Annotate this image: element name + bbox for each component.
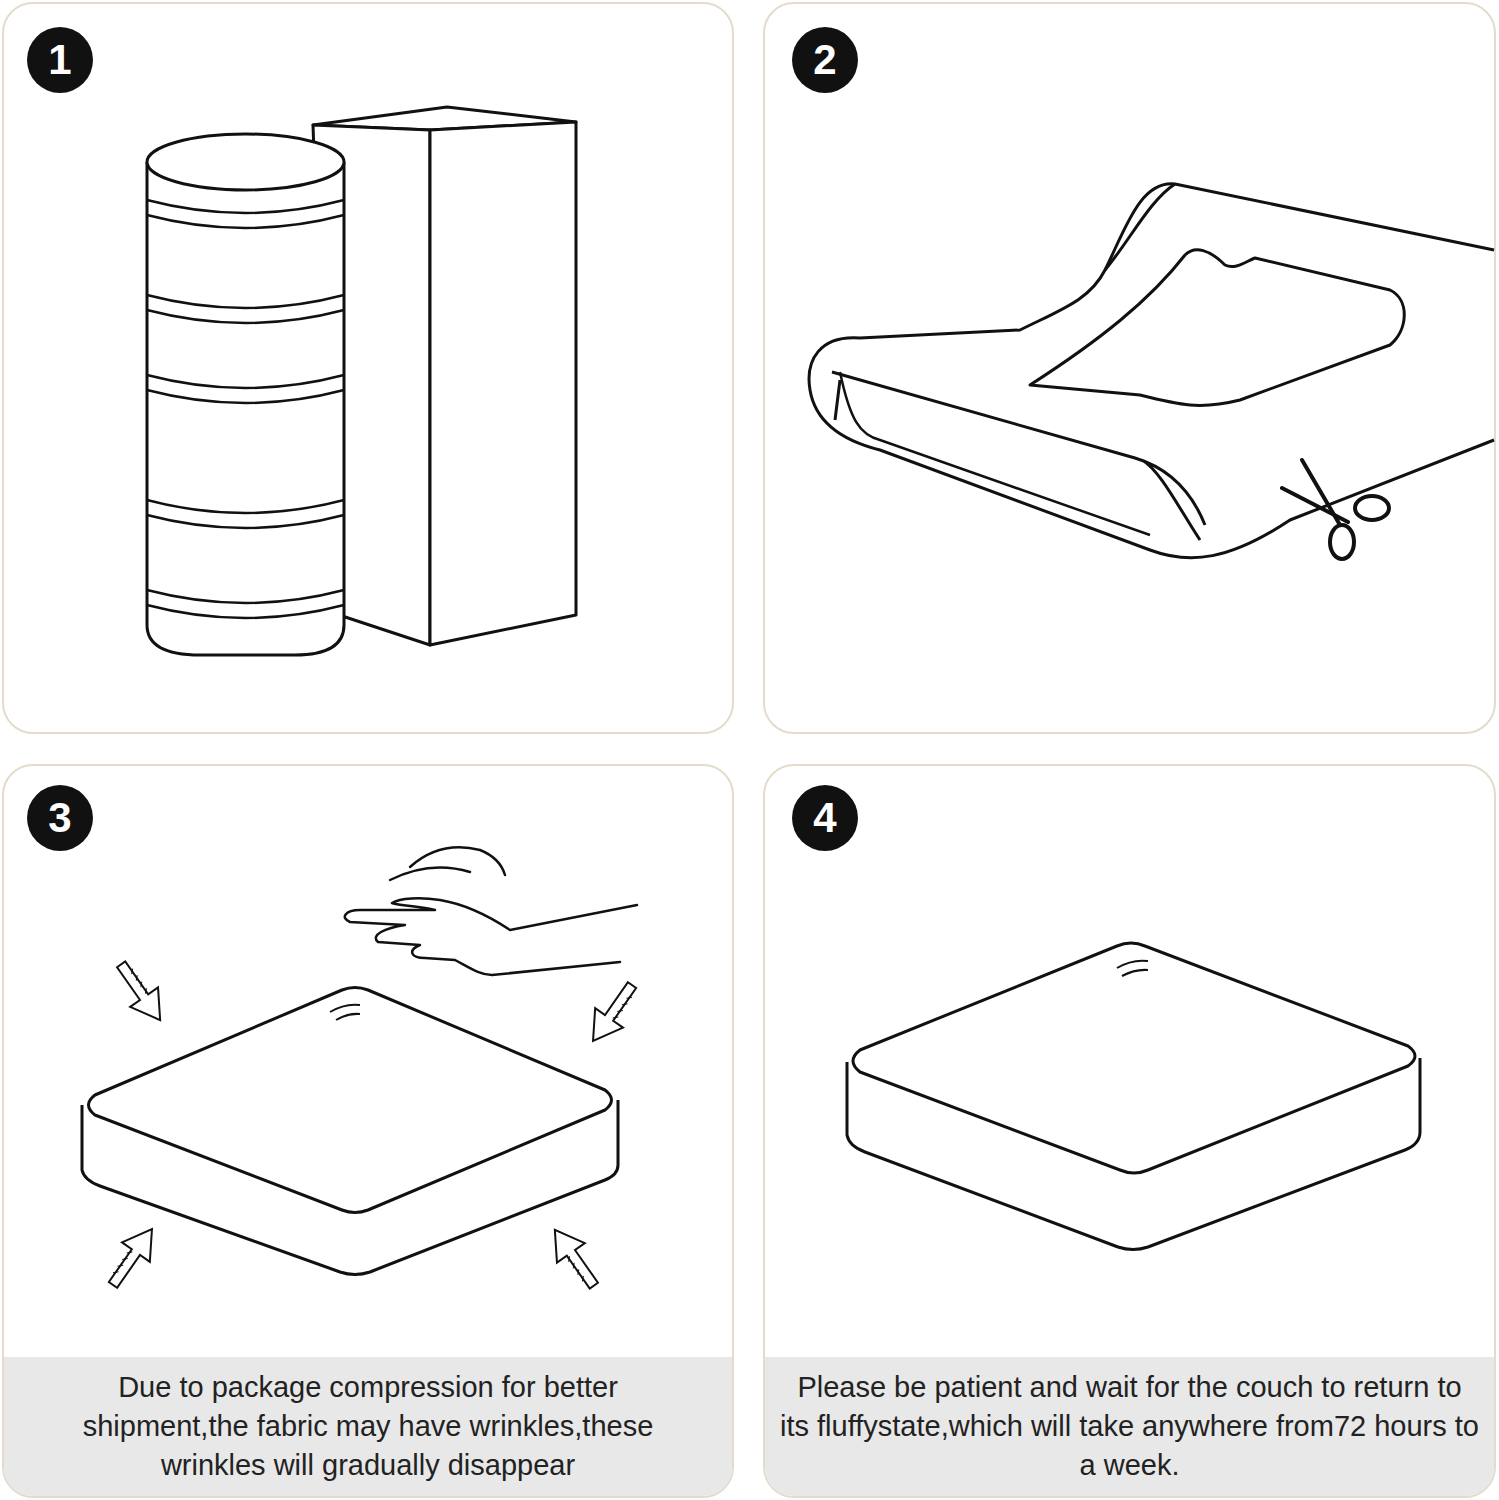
squeeze-arrow bbox=[99, 1219, 166, 1294]
squeeze-arrow bbox=[107, 955, 174, 1030]
roll-band bbox=[147, 295, 344, 308]
scissors bbox=[1355, 496, 1389, 520]
rolled-cushion bbox=[147, 134, 344, 190]
squeeze-arrow bbox=[575, 1269, 581, 1275]
packed-box bbox=[313, 107, 576, 645]
squeeze-arrow bbox=[127, 1250, 133, 1256]
cushion bbox=[853, 943, 1415, 1173]
scissors bbox=[1330, 525, 1354, 559]
squeeze-arrow bbox=[622, 1002, 628, 1008]
step-number-text: 3 bbox=[48, 797, 71, 839]
roll-band bbox=[147, 515, 344, 528]
bag-opening bbox=[1030, 250, 1404, 406]
caption-band: Please be patient and wait for the couch… bbox=[765, 1357, 1494, 1496]
roll-band bbox=[147, 375, 344, 388]
squeeze-arrow bbox=[122, 1256, 128, 1262]
bag-opening bbox=[840, 372, 1150, 535]
squeeze-arrow bbox=[143, 988, 149, 994]
squeeze-arrow bbox=[541, 1220, 608, 1295]
squeeze-arrow bbox=[99, 955, 646, 1296]
rolled-cushion bbox=[147, 162, 344, 655]
squeeze-arrow bbox=[134, 975, 140, 981]
bag-opening bbox=[809, 184, 1494, 558]
squeeze-arrow bbox=[566, 1256, 572, 1262]
hand bbox=[345, 898, 637, 975]
cushion bbox=[82, 988, 618, 1275]
roll-band bbox=[147, 605, 344, 618]
bag-opening bbox=[809, 184, 1494, 558]
roll-band bbox=[147, 310, 344, 323]
cushion bbox=[89, 988, 612, 1213]
packed-box bbox=[430, 122, 576, 645]
squeeze-arrow bbox=[579, 975, 646, 1050]
cushion bbox=[847, 943, 1420, 1250]
squeeze-arrow bbox=[626, 995, 632, 1001]
rolled-cushion bbox=[147, 134, 344, 655]
hand bbox=[345, 847, 637, 975]
squeeze-arrow bbox=[571, 1263, 577, 1269]
step-number: 2 bbox=[792, 27, 858, 93]
caption-text: Due to package compression for better sh… bbox=[38, 1368, 698, 1485]
squeeze-arrow bbox=[541, 1220, 608, 1295]
squeeze-arrow bbox=[129, 969, 135, 975]
squeeze-arrow bbox=[613, 1015, 619, 1021]
roll-band bbox=[147, 200, 344, 213]
roll-band bbox=[147, 500, 344, 513]
step-number-text: 1 bbox=[48, 39, 71, 81]
step-number-text: 4 bbox=[813, 797, 836, 839]
panel-frame bbox=[764, 3, 1495, 733]
squeeze-arrow bbox=[580, 1276, 586, 1282]
roll-band bbox=[147, 215, 344, 228]
bag-opening bbox=[1105, 184, 1175, 270]
roll-band bbox=[147, 590, 344, 603]
panel-frame bbox=[764, 765, 1495, 1497]
scissors bbox=[1302, 460, 1340, 525]
squeeze-arrow bbox=[107, 955, 174, 1030]
roll-band bbox=[147, 390, 344, 403]
panel-frame bbox=[3, 3, 1495, 1497]
squeeze-arrow bbox=[118, 1263, 124, 1269]
panel-frame bbox=[3, 3, 733, 733]
squeeze-arrow bbox=[99, 1219, 166, 1294]
scissors bbox=[1282, 488, 1348, 522]
rolled-cushion bbox=[147, 200, 344, 618]
squeeze-arrow bbox=[113, 1269, 119, 1275]
step-number: 3 bbox=[27, 785, 93, 851]
cushion bbox=[330, 1005, 360, 1020]
panel-frame bbox=[3, 765, 733, 1497]
scissors bbox=[1282, 460, 1389, 559]
hand bbox=[390, 847, 505, 880]
squeeze-arrow bbox=[579, 975, 646, 1050]
caption-band: Due to package compression for better sh… bbox=[4, 1357, 732, 1496]
step-number: 1 bbox=[27, 27, 93, 93]
step-number-text: 2 bbox=[813, 39, 836, 81]
squeeze-arrow bbox=[617, 1008, 623, 1014]
cushion bbox=[1117, 961, 1148, 976]
caption-text: Please be patient and wait for the couch… bbox=[780, 1368, 1480, 1485]
step-number: 4 bbox=[792, 785, 858, 851]
squeeze-arrow bbox=[139, 982, 145, 988]
